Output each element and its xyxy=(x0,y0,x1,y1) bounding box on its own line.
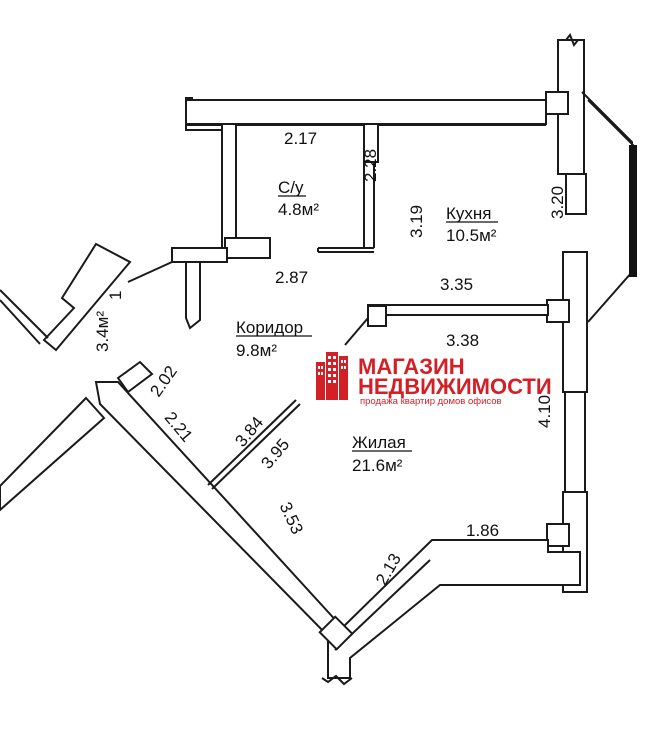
room-kitchen: Кухня 10.5м² xyxy=(446,204,498,245)
room-corridor-name: Коридор xyxy=(236,318,303,337)
dimensions: 2.17 2.28 2.87 3.19 3.20 3.35 3.38 4.10 … xyxy=(146,129,567,588)
room-corridor: Коридор 9.8м² xyxy=(236,318,312,360)
room-kitchen-area: 10.5м² xyxy=(446,226,497,245)
dim-bath-bottom: 2.87 xyxy=(275,268,308,287)
dim-kitchen-top-right: 3.20 xyxy=(548,186,567,219)
logo-line2: НЕДВИЖИМОСТИ xyxy=(358,374,552,399)
room-balcony-number: 1 xyxy=(106,291,125,300)
dim-living-right: 4.10 xyxy=(535,395,554,428)
logo-line1: МАГАЗИН xyxy=(358,354,465,379)
room-living-area: 21.6м² xyxy=(352,456,403,475)
dim-living-top: 3.38 xyxy=(446,331,479,350)
room-bathroom-area: 4.8м² xyxy=(278,200,319,219)
room-bathroom-name: С/у xyxy=(278,178,304,197)
dim-bath-top: 2.17 xyxy=(284,129,317,148)
room-balcony-area: 3.4м² xyxy=(93,311,112,352)
logo-tagline: продажа квартир домов офисов xyxy=(360,396,502,407)
dim-corridor-left: 2.02 xyxy=(146,362,181,400)
watermark-logo: МАГАЗИН НЕДВИЖИМОСТИ продажа квартир дом… xyxy=(316,352,552,407)
dim-living-diag-left: 3.53 xyxy=(276,499,307,537)
dim-living-bottom-right: 1.86 xyxy=(466,521,499,540)
room-bathroom: С/у 4.8м² xyxy=(278,178,319,219)
dim-kitchen-bottom: 3.35 xyxy=(440,275,473,294)
room-kitchen-name: Кухня xyxy=(446,204,492,223)
walls xyxy=(0,33,637,686)
room-balcony: 1 3.4м² xyxy=(93,291,125,352)
building-icon xyxy=(316,352,348,400)
dim-bath-side: 2.28 xyxy=(361,149,380,182)
room-living: Жилая 21.6м² xyxy=(352,433,412,475)
dim-kitchen-left: 3.19 xyxy=(407,205,426,238)
room-living-name: Жилая xyxy=(352,433,406,452)
room-corridor-area: 9.8м² xyxy=(236,341,277,360)
